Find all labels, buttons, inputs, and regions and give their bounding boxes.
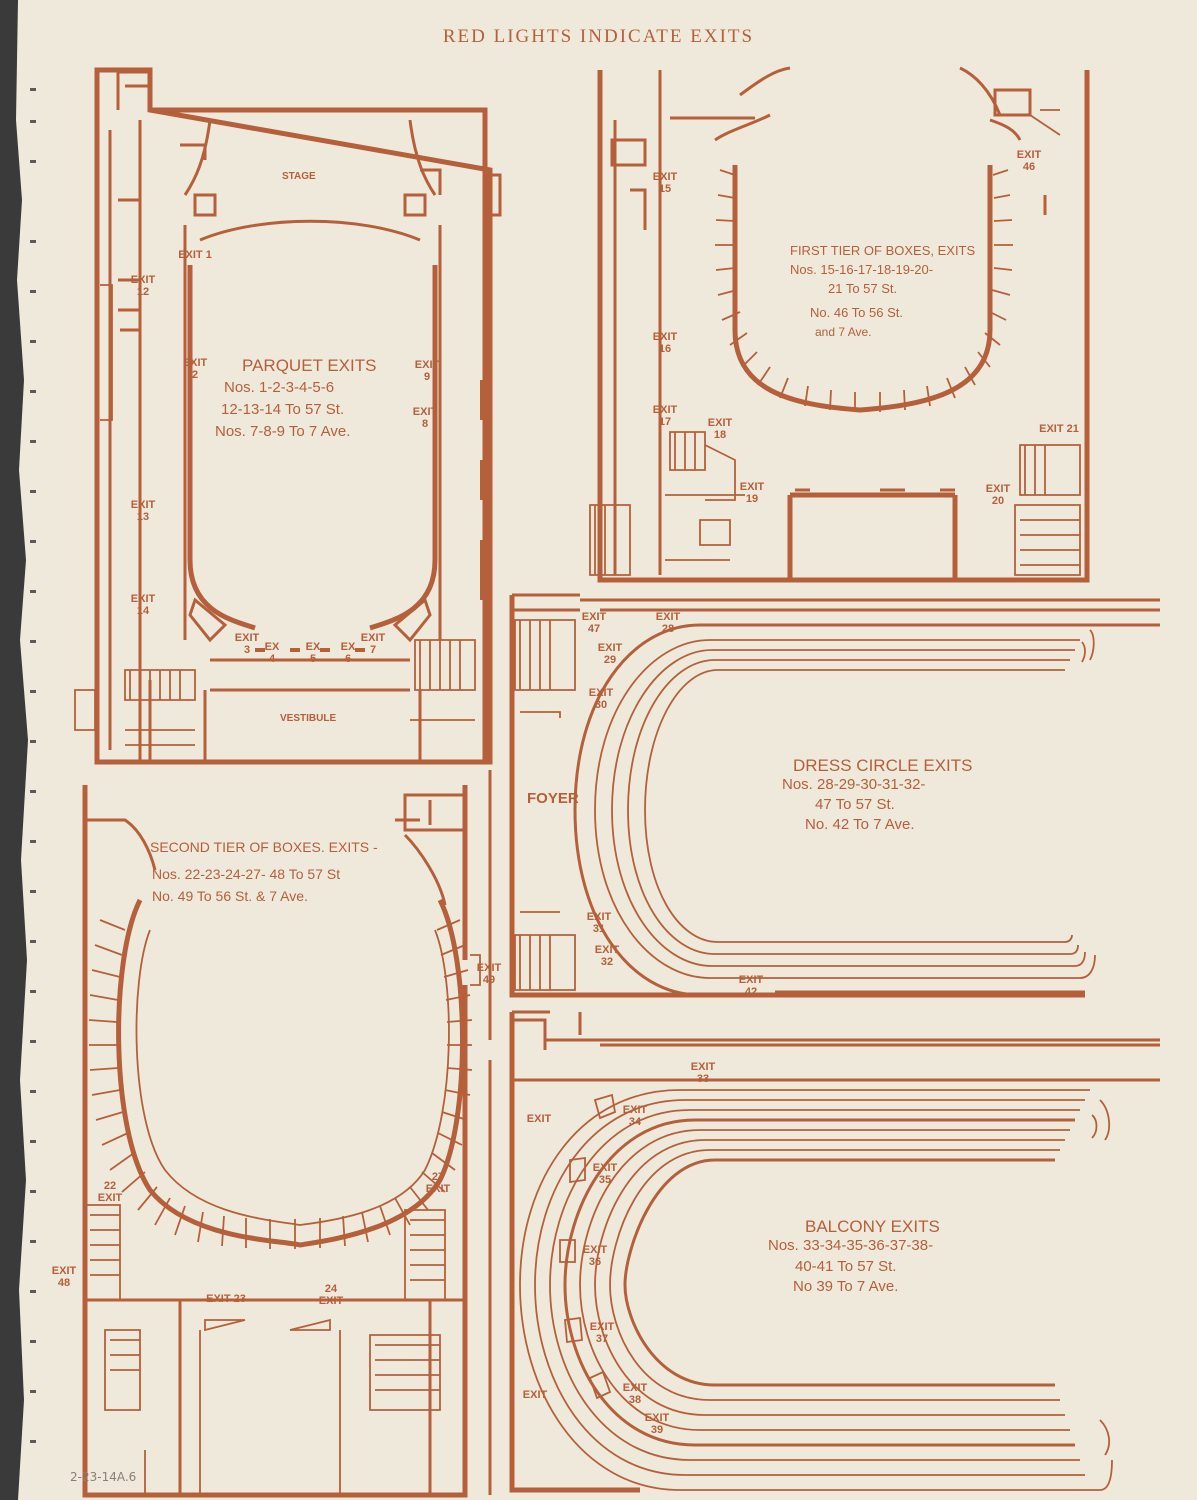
exit-label: EXIT 37 bbox=[589, 1321, 615, 1345]
exit-label: EXIT bbox=[526, 1113, 552, 1125]
exit-label: EXIT 7 bbox=[360, 632, 386, 656]
exit-label: EXIT 3 bbox=[234, 632, 260, 656]
exit-label: EX 4 bbox=[264, 641, 280, 665]
exit-label: 22 EXIT bbox=[97, 1180, 123, 1204]
stage-label: STAGE bbox=[282, 171, 316, 182]
dress-circle-line-2: 47 To 57 St. bbox=[815, 796, 895, 813]
first-tier-plan bbox=[589, 66, 1090, 583]
dress-circle-heading: DRESS CIRCLE EXITS bbox=[793, 756, 973, 775]
balcony-heading: BALCONY EXITS bbox=[805, 1217, 940, 1236]
exit-label: EXIT 29 bbox=[597, 642, 623, 666]
second-tier-line-2: No. 49 To 56 St. & 7 Ave. bbox=[152, 888, 308, 904]
first-tier-line-4: and 7 Ave. bbox=[815, 325, 872, 339]
parquet-line-3: Nos. 7-8-9 To 7 Ave. bbox=[215, 423, 351, 440]
exit-label: EXIT 42 bbox=[738, 974, 764, 998]
balcony-plan bbox=[509, 1010, 1160, 1493]
exit-label: EXIT 12 bbox=[130, 274, 156, 298]
exit-label: EXIT 33 bbox=[690, 1061, 716, 1085]
first-tier-line-1: Nos. 15-16-17-18-19-20- bbox=[790, 262, 934, 277]
exit-label: EXIT 13 bbox=[130, 499, 156, 523]
second-tier-plan bbox=[82, 785, 481, 1498]
exit-label: EX 6 bbox=[340, 641, 356, 665]
balcony-line-3: No 39 To 7 Ave. bbox=[793, 1278, 899, 1295]
parquet-line-2: 12-13-14 To 57 St. bbox=[221, 401, 345, 418]
balcony-line-2: 40-41 To 57 St. bbox=[795, 1258, 897, 1275]
exit-label: 24 EXIT bbox=[318, 1283, 344, 1307]
exit-label: EXIT 46 bbox=[1016, 149, 1042, 173]
foyer-label: FOYER bbox=[527, 790, 579, 807]
dress-circle-line-1: Nos. 28-29-30-31-32- bbox=[782, 776, 926, 793]
exit-label: EXIT 48 bbox=[51, 1265, 77, 1289]
exit-label: EXIT bbox=[522, 1389, 548, 1401]
exit-label: EXIT 1 bbox=[178, 249, 212, 261]
exit-label: EX 5 bbox=[305, 641, 321, 665]
exit-label: EXIT 9 bbox=[414, 359, 440, 383]
dress-circle-plan bbox=[509, 593, 1160, 998]
exit-label: EXIT 15 bbox=[652, 171, 678, 195]
exit-label: EXIT 30 bbox=[588, 687, 614, 711]
exit-label: EXIT 18 bbox=[707, 417, 733, 441]
exit-label: EXIT 23 bbox=[206, 1293, 246, 1305]
exit-label: EXIT 32 bbox=[594, 944, 620, 968]
vestibule-label: VESTIBULE bbox=[280, 713, 337, 724]
exit-label: 27 EXIT bbox=[425, 1171, 451, 1195]
exit-label: EXIT 17 bbox=[652, 404, 678, 428]
exit-label: EXIT 49 bbox=[476, 962, 502, 986]
pencil-note: 2-23-14A.6 bbox=[70, 1470, 137, 1484]
balcony-line-1: Nos. 33-34-35-36-37-38- bbox=[768, 1237, 934, 1254]
exit-label: EXIT 2 bbox=[182, 357, 208, 381]
torn-edge bbox=[0, 0, 36, 1500]
exit-label: EXIT 21 bbox=[1039, 423, 1079, 435]
parquet-line-1: Nos. 1-2-3-4-5-6 bbox=[224, 379, 335, 396]
exit-label: EXIT 36 bbox=[582, 1244, 608, 1268]
page-title: RED LIGHTS INDICATE EXITS bbox=[442, 26, 755, 47]
exit-label: EXIT 20 bbox=[985, 483, 1011, 507]
exit-label: EXIT 16 bbox=[652, 331, 678, 355]
exit-label: EXIT 8 bbox=[412, 406, 438, 430]
exit-label: EXIT 19 bbox=[739, 481, 765, 505]
first-tier-line-2: 21 To 57 St. bbox=[828, 281, 898, 296]
exit-label: EXIT 34 bbox=[622, 1104, 648, 1128]
second-tier-heading: SECOND TIER OF BOXES. EXITS - bbox=[150, 839, 378, 855]
second-tier-line-1: Nos. 22-23-24-27- 48 To 57 St bbox=[152, 866, 341, 882]
first-tier-line-3: No. 46 To 56 St. bbox=[810, 305, 903, 320]
exit-label: EXIT 28 bbox=[655, 611, 681, 635]
first-tier-heading: FIRST TIER OF BOXES, EXITS bbox=[790, 243, 976, 258]
exit-label: EXIT 14 bbox=[130, 593, 156, 617]
parquet-plan bbox=[74, 67, 502, 765]
parquet-heading: PARQUET EXITS bbox=[242, 356, 377, 375]
exit-label: EXIT 38 bbox=[622, 1382, 648, 1406]
exit-label: EXIT 35 bbox=[592, 1162, 618, 1186]
exit-label: EXIT 31 bbox=[586, 911, 612, 935]
exit-label: EXIT 39 bbox=[644, 1412, 670, 1436]
dress-circle-line-3: No. 42 To 7 Ave. bbox=[805, 816, 915, 833]
exit-label: EXIT 47 bbox=[581, 611, 607, 635]
